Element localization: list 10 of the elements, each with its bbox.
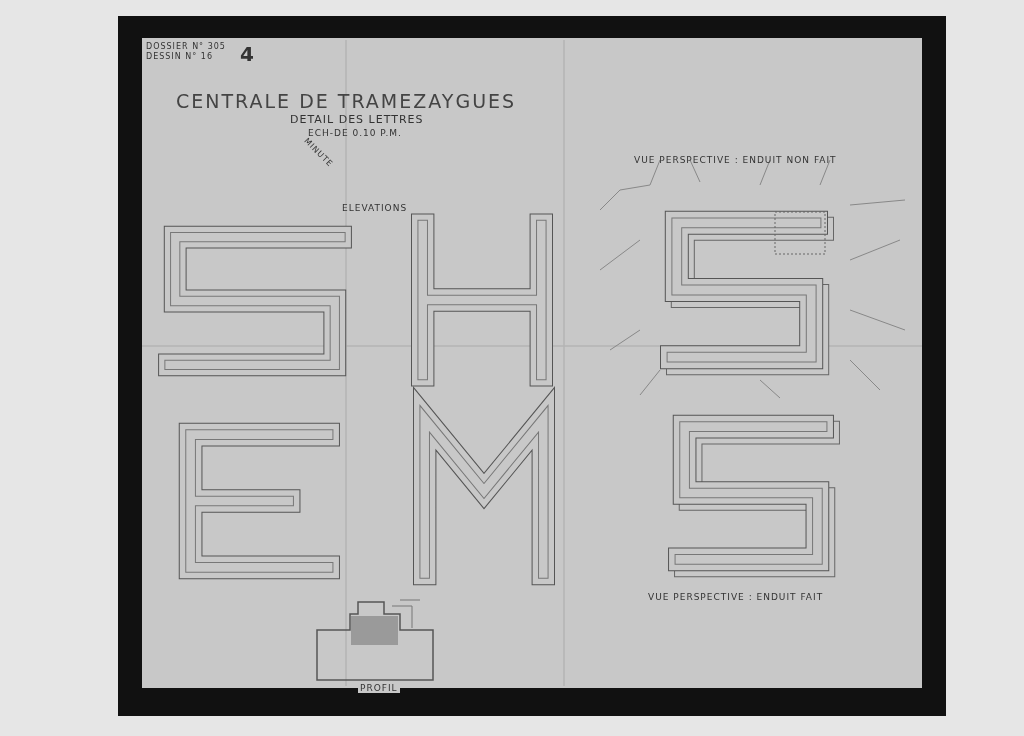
view-label: VUE PERSPECTIVE : ENDUIT FAIT bbox=[648, 592, 824, 602]
view-label: ELEVATIONS bbox=[342, 203, 408, 213]
sheet-number: 4 bbox=[240, 42, 255, 66]
scale-note: ECH-DE 0.10 P.M. bbox=[308, 128, 402, 138]
view-label: PROFIL bbox=[358, 683, 400, 693]
subtitle: DETAIL DES LETTRES bbox=[290, 113, 424, 126]
view-label: VUE PERSPECTIVE : ENDUIT NON FAIT bbox=[634, 155, 837, 165]
drawing-title: CENTRALE DE TRAMEZAYGUES bbox=[176, 90, 517, 112]
file-number: DOSSIER N° 305 bbox=[146, 42, 226, 51]
drawing-number: DESSIN N° 16 bbox=[146, 52, 213, 61]
